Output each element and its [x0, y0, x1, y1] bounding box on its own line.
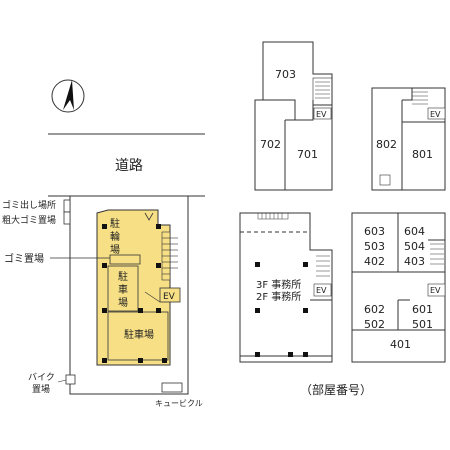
cubicle-label: キュービクル [155, 399, 203, 408]
bulky-garbage-box [63, 211, 71, 225]
room-603: 603 [364, 225, 385, 238]
room-801: 801 [412, 148, 433, 161]
stairs-2f-top [257, 212, 289, 220]
stairs-4f [430, 243, 444, 265]
room-402: 402 [364, 255, 385, 268]
room-701: 701 [297, 148, 318, 161]
svg-text:輪: 輪 [110, 230, 120, 243]
bicycle-parking-label: 駐 輪 場 [110, 217, 120, 256]
svg-text:駐: 駐 [118, 270, 128, 283]
room-602: 602 [364, 303, 385, 316]
parking-small-label: 駐 車 場 [118, 270, 128, 309]
ev-diagonal [144, 291, 161, 303]
room-601: 601 [412, 303, 433, 316]
site-boundary [69, 196, 189, 395]
ev-label-4f: EV [430, 286, 441, 295]
ev-label-site: EV [163, 292, 176, 302]
svg-text:場: 場 [110, 243, 120, 256]
room-702: 702 [260, 138, 281, 151]
room-703: 703 [275, 68, 296, 81]
room-802: 802 [376, 138, 397, 151]
room-503: 503 [364, 240, 385, 253]
svg-text:場: 場 [118, 296, 128, 309]
ev-label-2f: EV [316, 286, 327, 295]
room-604: 604 [404, 225, 425, 238]
stairs-site [161, 231, 178, 281]
room-401: 401 [390, 338, 411, 351]
bike-label-line1: バイク [28, 372, 55, 383]
cubicle-box [161, 382, 183, 393]
ev-label-8f: EV [430, 110, 441, 119]
stairs-7f [315, 81, 330, 99]
office-2f: 2F 事務所 [256, 290, 301, 303]
garbage-storage-label: ゴミ置場 [4, 252, 44, 265]
room-501: 501 [412, 318, 433, 331]
bike-label-line2: 置場 [32, 383, 50, 395]
road-label: 道路 [115, 158, 143, 174]
ev-box-7f [313, 107, 332, 120]
room-403: 403 [404, 255, 425, 268]
floor-plan-bottom-right [351, 212, 446, 363]
svg-text:車: 車 [118, 283, 128, 296]
parking-large [107, 311, 169, 361]
ev-box-2f [313, 283, 332, 297]
room-504: 504 [404, 240, 425, 253]
stairs-2f [316, 255, 330, 277]
ev-box-8f [427, 107, 446, 120]
bike-leader [57, 379, 67, 383]
bulky-garbage-label: 粗大ゴミ置場 [2, 214, 56, 226]
ev-label-7f: EV [316, 110, 327, 119]
columns-site [102, 224, 167, 363]
parking-small [107, 265, 139, 312]
room-502: 502 [364, 318, 385, 331]
garbage-out-label: ゴミ出し場所 [2, 199, 56, 211]
ev-box-4f [427, 283, 446, 297]
stairs-8f [412, 91, 428, 105]
door-mark [144, 212, 154, 221]
north-arrow-icon [51, 79, 85, 113]
bike-parking-box [65, 374, 76, 385]
garbage-out-box [63, 199, 71, 213]
floor-plan-top-left [254, 41, 333, 191]
floor-plan-caption: （部屋番号） [300, 382, 372, 397]
office-3f: 3F 事務所 [256, 278, 301, 291]
ev-box-site [159, 287, 181, 303]
garbage-storage-box [109, 254, 141, 265]
svg-text:駐: 駐 [110, 217, 120, 230]
parking-large-label: 駐車場 [124, 328, 154, 341]
columns-2f [255, 262, 308, 357]
